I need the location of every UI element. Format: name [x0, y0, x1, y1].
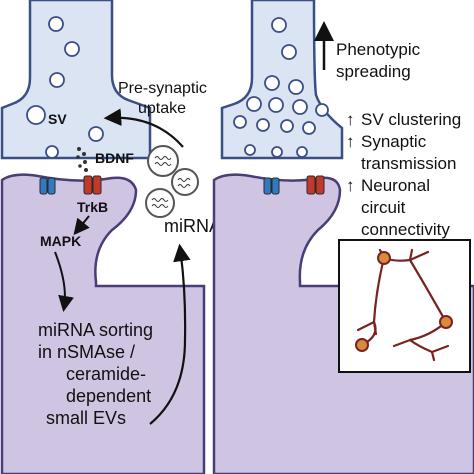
- receptor-channel-right: [263, 177, 280, 195]
- sorting-label: miRNA sorting in nSMAse / ceramide- depe…: [38, 320, 153, 428]
- neuron-somata: [355, 251, 453, 352]
- trkb-label: TrkB: [77, 199, 108, 215]
- uptake-label-line2: uptake: [138, 100, 186, 117]
- postsynaptic-spine-left: [0, 173, 206, 474]
- svg-text:Neuronal: Neuronal: [361, 176, 430, 195]
- mirna-label: miRNA: [164, 216, 221, 236]
- up-arrow-icon: ↑: [346, 132, 355, 151]
- mapk-to-sorting-arrow: [54, 251, 74, 312]
- svg-text:connectivity: connectivity: [361, 220, 450, 239]
- mirna-squiggles: [151, 156, 191, 208]
- svg-text:SV clustering: SV clustering: [361, 110, 461, 129]
- up-arrow-icon: ↑: [346, 176, 355, 195]
- svg-text:in nSMAse /: in nSMAse /: [38, 342, 135, 362]
- svg-text:circuit: circuit: [361, 198, 406, 217]
- trkb-receptor-right: [306, 175, 325, 195]
- effects-list: ↑ SV clustering ↑ Synaptic transmission …: [346, 110, 461, 239]
- synaptic-vesicles-right: [233, 17, 329, 158]
- secretion-arrow: [149, 243, 191, 425]
- svg-text:miRNA sorting: miRNA sorting: [38, 320, 153, 340]
- bdnf-dots: [76, 147, 88, 172]
- synaptic-vesicles-left: [26, 16, 104, 159]
- svg-text:dependent: dependent: [66, 386, 151, 406]
- trkb-to-mapk-arrow: [73, 215, 90, 236]
- sv-label: SV: [48, 111, 67, 127]
- svg-text:Synaptic: Synaptic: [361, 132, 427, 151]
- phenotypic-label-line1: Phenotypic: [336, 40, 421, 59]
- uptake-arrow: [103, 108, 184, 148]
- mapk-label: MAPK: [40, 233, 81, 249]
- receptor-channel-left: [39, 177, 56, 195]
- uptake-label-line1: Pre-synaptic: [118, 80, 207, 97]
- svg-text:small EVs: small EVs: [46, 408, 126, 428]
- presynaptic-terminal-left: [0, 0, 152, 160]
- neuronal-network-box: [338, 239, 471, 373]
- ev-vesicles: [145, 145, 199, 218]
- bdnf-label: BDNF: [95, 150, 134, 166]
- svg-text:transmission: transmission: [361, 154, 456, 173]
- trkb-receptor: [83, 175, 102, 195]
- presynaptic-terminal-right: [220, 0, 344, 160]
- up-arrow-icon: ↑: [346, 110, 355, 129]
- phenotypic-label-line2: spreading: [336, 62, 411, 81]
- svg-text:ceramide-: ceramide-: [66, 364, 146, 384]
